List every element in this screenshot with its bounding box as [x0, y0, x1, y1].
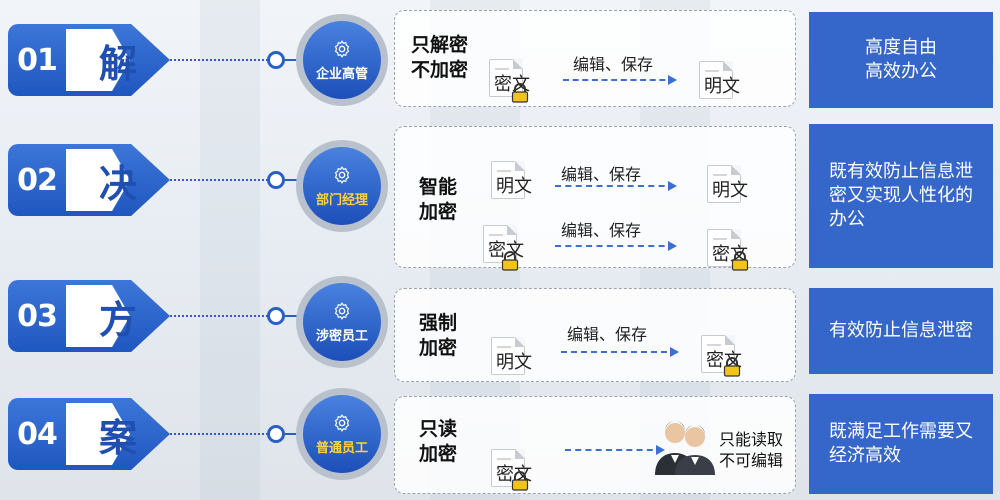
doc-label: 明文: [496, 176, 532, 197]
flow-box: 强制 加密 明文 编辑、保存 密文: [394, 288, 796, 382]
number-tab-1: 01 解: [8, 24, 170, 96]
row-number: 01: [17, 42, 58, 78]
document-icon: 密文: [489, 59, 530, 97]
gear-icon: [334, 302, 350, 319]
connector-node: [267, 307, 285, 325]
edit-save-label: 编辑、保存: [561, 221, 642, 240]
connector-node: [267, 425, 285, 443]
users-icon: [655, 421, 715, 475]
gear-icon: [334, 40, 350, 58]
role-label: 普通员工: [315, 440, 368, 456]
connector-node: [267, 171, 285, 189]
result-box: 有效防止信息泄密: [809, 288, 993, 374]
person-label: 只能读取 不可编辑: [719, 430, 784, 470]
row-number: 04: [17, 416, 58, 452]
gear-icon: [334, 166, 350, 183]
row-number: 03: [17, 298, 58, 334]
row-4: 04 案 普通员工 只读 加密 密文 只能读取 不可编辑 既: [0, 386, 1000, 500]
number-tab-2: 02 决: [8, 144, 170, 216]
padlock-icon: [511, 83, 529, 103]
flow-arrow: [563, 75, 677, 85]
doc-label: 明文: [704, 76, 740, 97]
document-icon: 明文: [491, 337, 532, 375]
edit-save-label: 编辑、保存: [573, 55, 654, 74]
title-character: 案: [98, 415, 137, 460]
role-label: 涉密员工: [315, 328, 368, 344]
doc-label: 密文: [494, 74, 530, 95]
flow-arrow: [555, 241, 677, 251]
connector-line: [285, 179, 297, 181]
connector-node: [267, 51, 285, 69]
result-text: 高度自由 高效办公: [865, 37, 937, 82]
role-label: 企业高管: [315, 66, 368, 82]
padlock-icon: [511, 471, 529, 491]
mode-label: 只读 加密: [419, 418, 458, 465]
mode-label: 强制 加密: [419, 312, 458, 359]
document-icon: 密文: [483, 225, 524, 263]
result-text: 有效防止信息泄密: [829, 320, 973, 341]
title-character: 决: [98, 161, 137, 206]
mode-label: 只解密 不加密: [411, 34, 469, 81]
dotted-connector: [170, 315, 268, 317]
role-badge: 部门经理: [296, 140, 388, 232]
flow-arrow: [565, 445, 665, 455]
gear-icon: [334, 414, 350, 431]
dotted-connector: [170, 59, 268, 61]
connector-line: [285, 59, 297, 61]
connector-line: [285, 433, 297, 435]
document-icon: 明文: [491, 161, 532, 199]
connector-line: [285, 315, 297, 317]
number-tab-4: 04 案: [8, 398, 170, 470]
dotted-connector: [170, 433, 268, 435]
flow-box: 只解密 不加密 密文 编辑、保存 明文: [394, 10, 796, 107]
title-character: 解: [98, 41, 137, 86]
role-label: 部门经理: [315, 192, 368, 208]
result-text: 既有效防止信息泄 密又实现人性化的 办公: [829, 161, 973, 230]
flow-box: 只读 加密 密文 只能读取 不可编辑: [394, 396, 796, 494]
role-badge: 涉密员工: [296, 276, 388, 368]
row-3: 03 方 涉密员工 强制 加密 明文 编辑、保存 密文 有效防止信息泄密: [0, 272, 1000, 386]
result-box: 高度自由 高效办公: [809, 12, 993, 108]
edit-save-label: 编辑、保存: [567, 325, 648, 344]
doc-label: 明文: [712, 180, 748, 201]
flow-box: 智能 加密 明文 编辑、保存 明文 密文 编辑、保存 密文: [394, 126, 796, 271]
mode-label: 智能 加密: [419, 176, 458, 223]
document-icon: 明文: [707, 165, 748, 203]
padlock-icon: [501, 251, 519, 271]
dotted-connector: [170, 179, 268, 181]
result-text: 既满足工作需要又 经济高效: [829, 421, 973, 466]
flow-arrow: [555, 181, 677, 191]
row-2: 02 决 部门经理 智能 加密 明文 编辑、保存 明文 密文 编辑、保存: [0, 124, 1000, 272]
document-icon: 明文: [699, 61, 740, 99]
edit-save-label: 编辑、保存: [561, 165, 642, 184]
role-badge: 企业高管: [296, 14, 388, 106]
number-tab-3: 03 方: [8, 280, 170, 352]
title-character: 方: [98, 297, 137, 342]
padlock-icon: [731, 251, 749, 271]
result-box: 既满足工作需要又 经济高效: [809, 394, 993, 494]
result-box: 既有效防止信息泄 密又实现人性化的 办公: [809, 124, 993, 268]
row-number: 02: [17, 162, 58, 198]
row-1: 01 解 企业高管 只解密 不加密 密文 编辑、保存 明文 高度自由 高效办公: [0, 0, 1000, 124]
doc-label: 明文: [496, 352, 532, 373]
role-badge: 普通员工: [296, 388, 388, 480]
padlock-icon: [723, 357, 741, 377]
flow-arrow: [561, 347, 679, 357]
